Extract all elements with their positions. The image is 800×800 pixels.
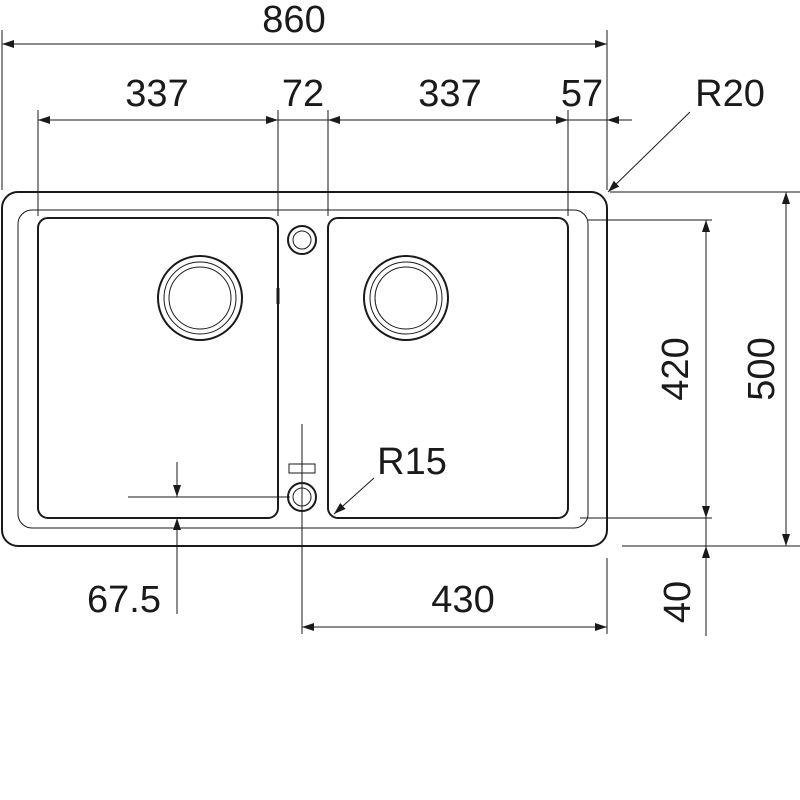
dim-label-500: 500: [741, 337, 783, 400]
dim-label-420: 420: [655, 337, 697, 400]
dim-outer-radius: R20: [607, 73, 765, 193]
dim-label-337-right: 337: [418, 73, 481, 115]
right-drain: [363, 255, 449, 341]
dim-label-72: 72: [282, 73, 324, 115]
dim-label-67-5: 67.5: [87, 579, 161, 621]
dim-label-430: 430: [431, 579, 494, 621]
right-bowl: [327, 217, 569, 519]
dim-label-40: 40: [657, 581, 699, 623]
dim-label-337-left: 337: [125, 73, 188, 115]
dim-drain-to-right: 430: [301, 424, 608, 634]
dim-bowl-radius: R15: [333, 441, 447, 515]
tap-hole: [287, 225, 317, 255]
sink-inner-rim: [17, 209, 589, 529]
dim-total-width: 860: [1, 0, 608, 190]
sink-outer-rim: [1, 191, 608, 547]
sink-body: [1, 191, 608, 547]
dim-bowl-chain: 337 72 337 57: [37, 73, 632, 216]
dim-label-r15: R15: [377, 441, 447, 483]
left-drain: [157, 255, 243, 341]
dim-label-860: 860: [262, 0, 325, 41]
dim-vertical: 420 500 40: [580, 191, 800, 636]
left-bowl: [37, 217, 279, 519]
dim-drain-offset: 67.5: [87, 462, 290, 621]
dim-label-r20: R20: [695, 73, 765, 115]
dim-label-57: 57: [561, 73, 603, 115]
